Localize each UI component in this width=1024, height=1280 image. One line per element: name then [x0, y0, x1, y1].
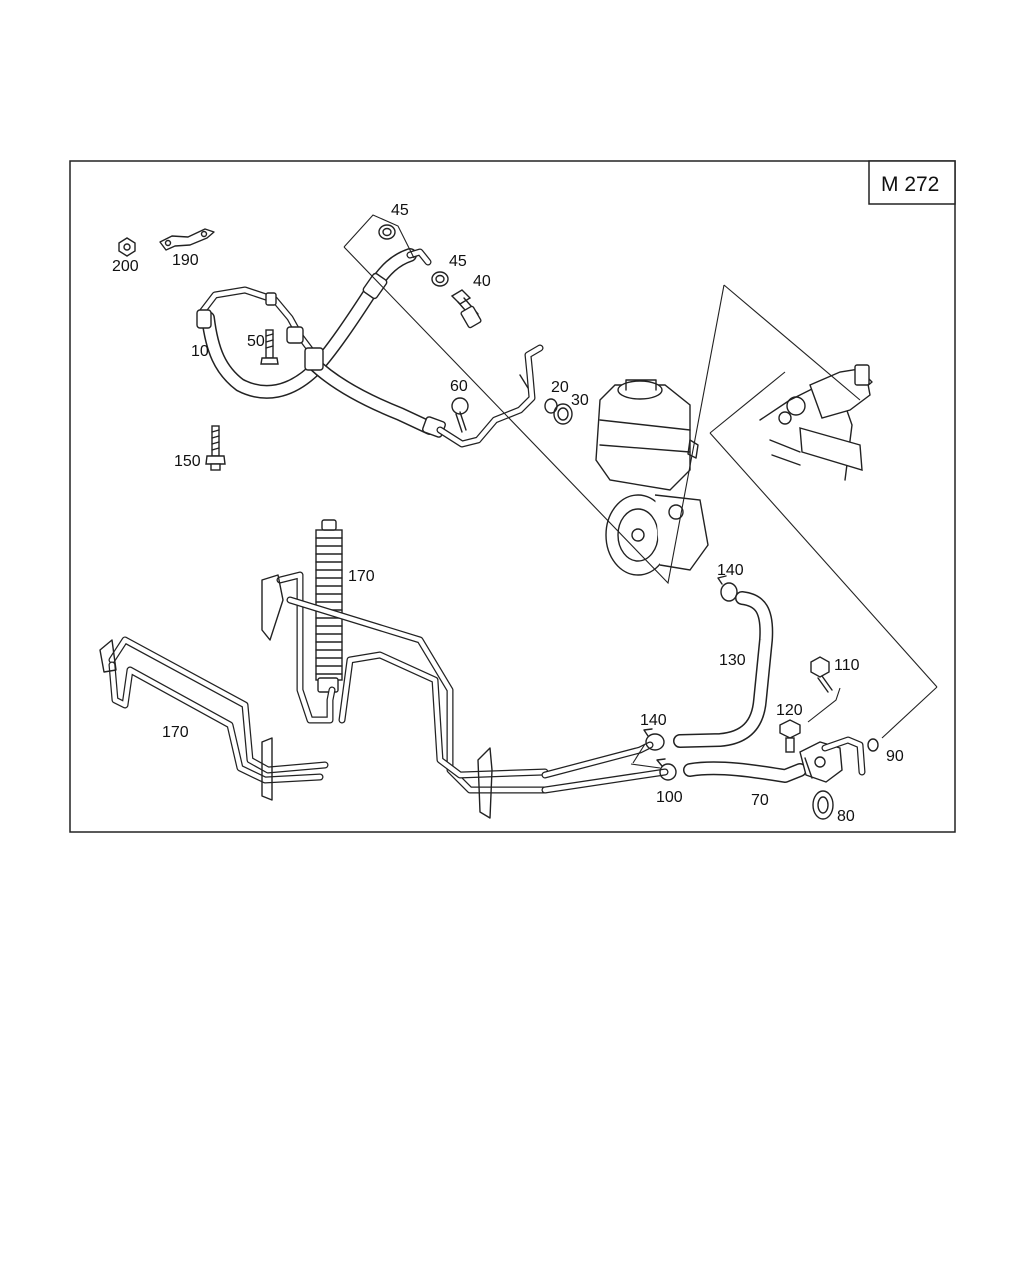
callout-20: 20 — [551, 379, 569, 396]
callout-45-lower: 45 — [449, 253, 467, 270]
part-170-oil-cooler-tube[interactable] — [99, 636, 329, 801]
leader-lines — [343, 214, 938, 769]
callout-60: 60 — [450, 378, 468, 395]
model-label-box: M 272 — [868, 160, 956, 205]
part-130-hose[interactable] — [673, 591, 774, 748]
part-110-bolt[interactable] — [810, 656, 833, 693]
part-40-banjo-bolt[interactable] — [450, 289, 482, 329]
part-50-screw[interactable] — [260, 329, 279, 365]
part-60-screw[interactable] — [451, 397, 469, 433]
part-170-oil-cooler-finned[interactable] — [261, 519, 549, 819]
pipe-fitting-bracket[interactable] — [799, 736, 866, 783]
part-45-washer-lower[interactable] — [431, 271, 449, 287]
part-70-hose[interactable] — [683, 761, 807, 783]
callout-50: 50 — [247, 333, 265, 350]
callouts: 200 190 45 45 40 10 50 60 20 30 150 170 … — [112, 202, 904, 825]
model-label: M 272 — [881, 173, 939, 196]
part-45-washer-upper[interactable] — [378, 224, 396, 240]
part-120-bolt[interactable] — [779, 719, 801, 753]
callout-170-tube: 170 — [162, 724, 189, 741]
callout-190: 190 — [172, 252, 199, 269]
power-steering-pump[interactable] — [595, 379, 709, 576]
callout-140-lower: 140 — [640, 712, 667, 729]
callout-70: 70 — [751, 792, 769, 809]
callout-30: 30 — [571, 392, 589, 409]
callout-80: 80 — [837, 808, 855, 825]
part-80-grommet[interactable] — [812, 790, 834, 820]
callout-45-upper: 45 — [391, 202, 409, 219]
part-20-30-seal-rings[interactable] — [544, 398, 573, 425]
callout-200: 200 — [112, 258, 139, 275]
callout-40: 40 — [473, 273, 491, 290]
callout-90: 90 — [886, 748, 904, 765]
part-10-hose[interactable] — [196, 248, 544, 448]
callout-130: 130 — [719, 652, 746, 669]
callout-100: 100 — [656, 789, 683, 806]
part-100-hose-clamp[interactable] — [656, 758, 677, 781]
callout-140-upper: 140 — [717, 562, 744, 579]
part-140-hose-clamp-lower[interactable] — [643, 728, 665, 751]
callout-10: 10 — [191, 343, 209, 360]
diagram-frame — [69, 160, 956, 833]
part-150-screw[interactable] — [205, 425, 226, 471]
steering-gear[interactable] — [759, 364, 873, 481]
callout-150: 150 — [174, 453, 201, 470]
callout-110: 110 — [834, 657, 860, 674]
part-200-nut[interactable] — [118, 237, 136, 257]
return-line[interactable] — [541, 741, 669, 794]
callout-170-finned: 170 — [348, 568, 375, 585]
part-140-hose-clamp-upper[interactable] — [717, 575, 738, 602]
part-190-bracket[interactable] — [159, 228, 215, 251]
callout-120: 120 — [776, 702, 803, 719]
part-90-seal-ring[interactable] — [867, 738, 879, 752]
